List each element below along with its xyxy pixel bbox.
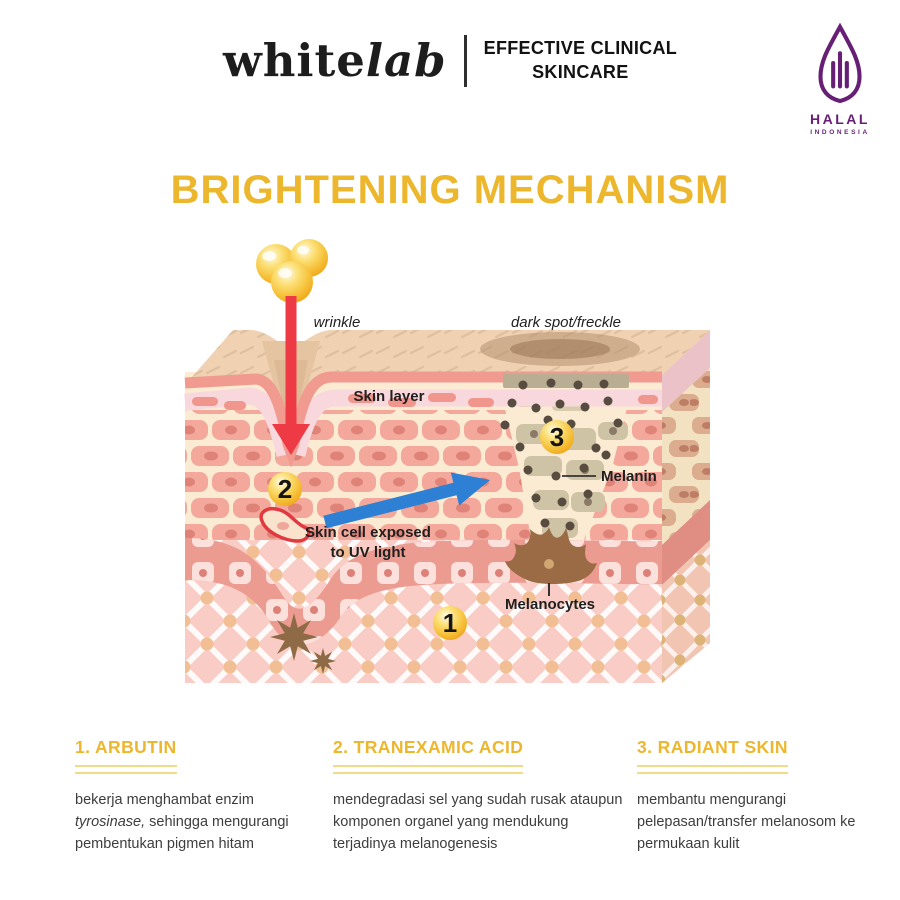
step-marker-3: 3: [540, 420, 574, 454]
skin-surface: [185, 330, 710, 452]
brand-divider: [463, 34, 467, 87]
tagline-line1: EFFECTIVE CLINICAL: [483, 38, 678, 59]
wrinkle-label: wrinkle: [314, 314, 361, 331]
skin-block-side-face: [662, 330, 710, 683]
skin-layer-label: Skin layer: [354, 388, 425, 405]
uv-ray-arrow: [272, 296, 310, 455]
whitelab-logo: whitelab: [223, 34, 447, 87]
brand-tagline: EFFECTIVE CLINICAL SKINCARE: [484, 37, 677, 84]
section-body: mendegradasi sel yang sudah rusak ataupu…: [333, 792, 623, 853]
dark-spot: [480, 332, 640, 366]
tagline-line2: SKINCARE: [532, 61, 629, 82]
serum-drops: [256, 239, 328, 303]
halal-text: HALAL: [810, 111, 870, 127]
section-tranexamic-acid: 2. TRANEXAMIC ACID mendegradasi sel yang…: [333, 737, 625, 855]
brand-wordmark-white: white: [222, 34, 366, 87]
svg-text:2: 2: [278, 474, 292, 504]
svg-text:3: 3: [550, 422, 564, 452]
damage-star-particles: [270, 613, 336, 674]
step-marker-2: 2: [268, 472, 302, 506]
section-radiant-skin: 3. RADIANT SKIN membantu mengurangi pele…: [637, 737, 889, 855]
dark-spot-label: dark spot/freckle: [511, 314, 621, 331]
heading-underline: [75, 765, 177, 774]
section-body: membantu mengurangi pelepasan/transfer m…: [637, 792, 856, 853]
uv-exposed-cell: [259, 507, 311, 543]
skin-cell-label-line2: to UV light: [331, 544, 406, 561]
step-marker-1: 1: [433, 606, 467, 640]
section-arbutin: 1. ARBUTIN bekerja menghambat enzim tyro…: [75, 737, 327, 855]
brand-wordmark-lab: lab: [365, 34, 447, 87]
halal-logo: HALAL INDONESIA: [794, 22, 886, 136]
section-heading: 1. ARBUTIN: [75, 737, 177, 757]
section-heading: 2. TRANEXAMIC ACID: [333, 737, 524, 757]
heading-underline: [637, 765, 788, 774]
melanosome-transfer-arrow: [323, 472, 490, 529]
melanocyte-shape: [505, 527, 597, 596]
header: whitelab EFFECTIVE CLINICAL SKINCARE: [0, 34, 900, 87]
svg-text:1: 1: [443, 608, 457, 638]
page-title: BRIGHTENING MECHANISM: [170, 167, 730, 212]
section-body: bekerja menghambat enzim tyrosinase, seh…: [75, 792, 289, 853]
heading-underline: [333, 765, 524, 774]
melanin-label: Melanin: [601, 468, 657, 485]
melanocytes-label: Melanocytes: [505, 596, 595, 613]
halal-gunungan-icon: [818, 22, 862, 104]
skin-cell-label-line1: Skin cell exposed: [305, 524, 431, 541]
section-heading: 3. RADIANT SKIN: [637, 737, 788, 757]
dark-spot-under-layer: [503, 374, 629, 388]
halal-subtext: INDONESIA: [810, 129, 870, 136]
